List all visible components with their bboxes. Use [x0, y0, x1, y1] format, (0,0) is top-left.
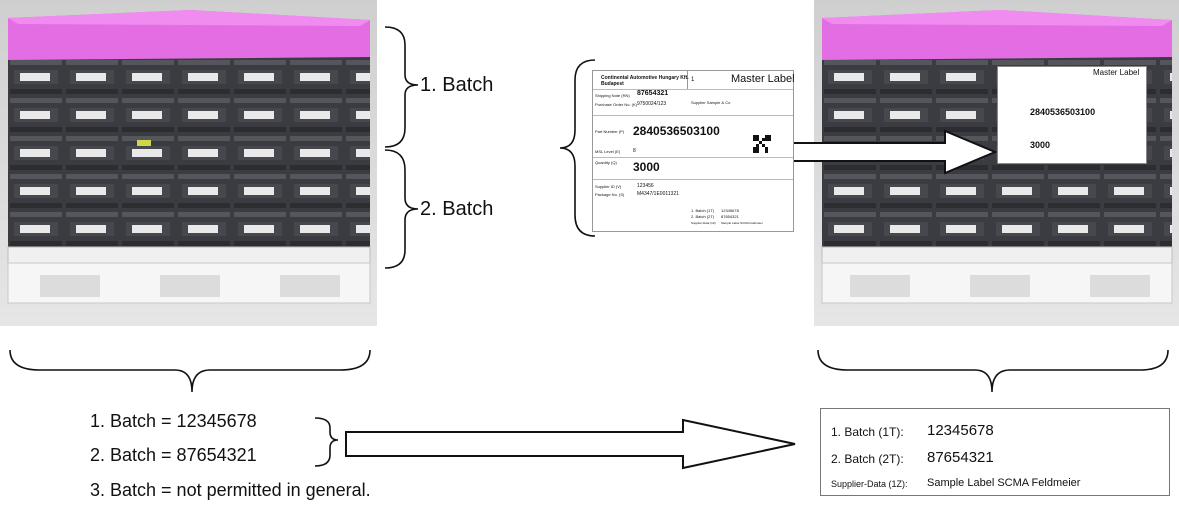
arrow-label-to-pallet: [791, 129, 998, 175]
detail-batch1-label: 1. Batch (1T):: [831, 425, 904, 439]
supplier-data-label-small: Supplier-Data (1Z): [691, 221, 716, 225]
supplier-data-small: Sample Label SCMA Feldmeier: [721, 221, 763, 225]
detail-supplier-data-label: Supplier-Data (1Z):: [831, 479, 908, 489]
purchase-order: 9750024/123: [637, 101, 667, 107]
supplier-name: Continental Automotive Hungary Kft.: [601, 75, 689, 81]
mini-quantity: 3000: [1030, 140, 1051, 150]
detail-supplier-data-value: Sample Label SCMA Feldmeier: [927, 477, 1081, 489]
supplier-id-label: Supplier ID (V): [595, 184, 622, 189]
master-label: Continental Automotive Hungary Kft. Buda…: [592, 70, 795, 232]
package-no-label: Package No. (S): [595, 192, 625, 197]
supplier-field: Supplier Sample & Co: [691, 100, 731, 105]
msl-value: 8: [633, 148, 636, 154]
part-number-label: Part Number (P): [595, 129, 625, 134]
mini-part-number: 2840536503100: [1030, 107, 1096, 117]
summary-line-3: 3. Batch = not permitted in general.: [90, 480, 371, 500]
quantity: 3000: [633, 160, 660, 174]
brace-left-bottom: [9, 349, 371, 393]
shipping-note-label: Shipping Note (RN): [595, 93, 630, 98]
brace-right-bottom: [817, 349, 1169, 393]
msl-label: MSL Level (E): [595, 149, 621, 154]
batch1-label-small: 1. Batch (1T): [691, 208, 715, 213]
brace-batch-2: [384, 149, 419, 269]
brace-summary: [314, 417, 339, 467]
batch-1-label: 1. Batch: [420, 74, 494, 96]
purchase-order-label: Purchase Order No. (K): [595, 102, 638, 107]
brace-batch-1: [384, 26, 419, 148]
master-label-on-pallet: [997, 66, 1147, 164]
summary-line-2: 2. Batch = 87654321: [90, 445, 257, 465]
batch1-small: 12345678: [721, 208, 739, 213]
arrow-summary-to-detail: [345, 418, 796, 470]
batch-detail-box: 1. Batch (1T): 12345678 2. Batch (2T): 8…: [820, 408, 1170, 496]
summary-line-1: 1. Batch = 12345678: [90, 411, 257, 431]
detail-batch2-label: 2. Batch (2T):: [831, 452, 904, 466]
supplier-city: Budapest: [601, 81, 624, 87]
detail-batch2-value: 87654321: [927, 449, 994, 466]
detail-batch1-value: 12345678: [927, 422, 994, 439]
mini-label-title: Master Label: [1093, 68, 1140, 77]
batch2-small: 87654321: [721, 214, 739, 219]
batch-2-label: 2. Batch: [420, 198, 494, 220]
field-no: 1: [691, 77, 695, 83]
shipping-note: 87654321: [637, 90, 669, 97]
quantity-label: Quantity (Q): [595, 160, 617, 165]
label-title: Master Label: [731, 73, 795, 85]
batch2-label-small: 2. Batch (2T): [691, 214, 715, 219]
supplier-id: 123456: [637, 183, 654, 189]
part-number: 2840536503100: [633, 124, 720, 138]
brace-master-label: [559, 59, 596, 237]
package-no: M4347/1E0011321: [637, 191, 679, 197]
qr-code-icon: [753, 135, 771, 153]
